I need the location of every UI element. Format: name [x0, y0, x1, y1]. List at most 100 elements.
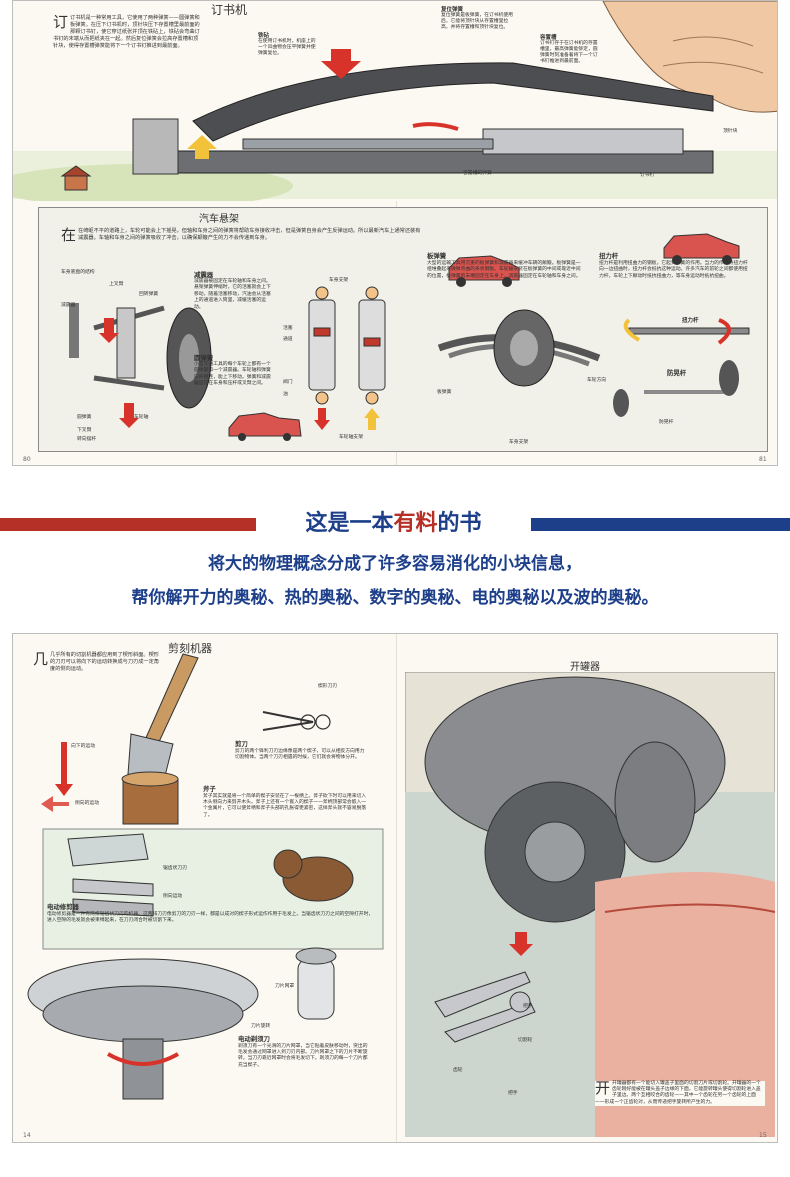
- headline-highlight: 有料: [393, 510, 438, 536]
- coil-spring-text: 小型交通工具的每个车轮上都有一个圆弹簧和一个减震器。车轮轴和弹簧压杆相连，能上下…: [194, 362, 271, 387]
- opener-body-text: 开开罐器都有一个能切入罐盖子里面的切割刀片或切割轮。开罐器的一个齿轮刚好能被在罐…: [595, 1081, 765, 1106]
- leaf-spring-title: 板弹簧: [427, 252, 447, 260]
- suspension-title: 汽车悬架: [199, 214, 239, 225]
- anvil-label: 铁砧: [258, 33, 270, 39]
- axe-text: 斧子其实就是将一个简单的楔子安装在了一根柄上。斧子砍下时可以用来切入木头侧向力来…: [203, 794, 367, 818]
- hand-shape: [602, 1, 777, 113]
- staple-label: 订书钉: [640, 173, 655, 178]
- label-opener-handle: 把手: [523, 1004, 533, 1009]
- stapler-arm: [192, 62, 714, 142]
- label-leaf-spring: 板弹簧: [437, 390, 452, 395]
- return-spring-label: 复位弹簧: [441, 7, 464, 13]
- label-sawtooth: 锯齿状刀刃: [163, 866, 187, 871]
- cutting-illustration: [27, 653, 384, 1100]
- coil-spring-drawing: [242, 138, 494, 150]
- stapler-body-text: 订订书机是一种常用工具，它使用了两种弹簧——圆弹簧和板弹簧。在压下订书机时，顶针…: [53, 15, 203, 50]
- dropcap-kai: 开: [595, 1079, 611, 1097]
- shaver-title: 电动剃须刀: [238, 1035, 270, 1043]
- label-chassis-2: 车身支架: [509, 440, 529, 445]
- page-number-left: 80: [23, 456, 31, 463]
- clipper-title: 电动修剪器: [47, 903, 79, 911]
- label-blade-set: 刀片网罩: [275, 984, 295, 989]
- stapler-title: 订书机: [211, 3, 248, 17]
- label-rebound-spring: 回转弹簧: [139, 292, 159, 297]
- damper-title: 减震器: [194, 271, 214, 279]
- label-body-struct: 车身底盘的结构: [61, 270, 95, 275]
- small-can-opener: [434, 971, 536, 1043]
- dropcap-ding: 订: [53, 13, 69, 31]
- shaver-text: 剃须刀有一个光滑的刀片网罩，当它贴着皮肤移动时，突出的毛发会通过网罩进入到刀刃内…: [238, 1044, 368, 1068]
- banner-bar-red: [0, 518, 256, 531]
- label-axle-direction: 车轮方向: [587, 378, 607, 383]
- magazine-text: 订书钉存于在订书机的存置槽里，最高弹簧能够定，圆弹簧时刻准备着将下一个订书钉推进…: [540, 41, 598, 64]
- torsion-bar-text: 扭力杆是利用扭曲力的钢板，它起到弹簧的作用。当力的作用将扭力杆向一边扭曲时，扭力…: [599, 261, 748, 279]
- suspension-intro: 在崎岖不平的道路上，车轮可能会上下摇晃，但轴和车身之间的弹簧将帮助车身接收冲击，…: [78, 228, 421, 241]
- dropcap-ji: 几: [33, 650, 49, 668]
- magazine-spring-label: 容置槽的弹簧: [463, 171, 492, 176]
- label-wedge-blade: 楔形刀刃: [318, 684, 338, 689]
- label-lower-arm: 下叉臂: [77, 428, 92, 433]
- red-car-small: [228, 412, 302, 441]
- coil-suspension-drawing: [69, 303, 212, 428]
- label-rotating-blade: 刀片旋转: [251, 1024, 271, 1029]
- label-down-motion: 向下的运动: [71, 744, 95, 749]
- label-side-motion-2: 侧向运动: [163, 894, 183, 899]
- coil-spring-title: 圆弹簧: [194, 354, 214, 362]
- shaver-drawing: [297, 958, 335, 1020]
- label-passage: 通道: [283, 337, 293, 342]
- red-curve-arrow: [412, 122, 459, 131]
- cutting-intro-text: 几几乎所有的切割机器都应用到了楔形斜面。楔形的刀刃可以将向下的运动转换成与刀刃成…: [33, 652, 163, 673]
- damper-text: 减震器被固定在车轮轴和车身之间。悬架弹簧伸缩时，它的活塞就会上下移动，随着活塞移…: [194, 279, 271, 310]
- label-gear: 齿轮: [453, 1068, 463, 1073]
- opener-title: 开罐器: [570, 662, 600, 673]
- torsion-bar-drawing: [613, 233, 750, 417]
- yellow-up-arrow: [187, 135, 217, 159]
- banner-headline: 这是一本有料的书: [256, 505, 531, 537]
- scissors-title: 剪刀: [235, 740, 248, 748]
- red-down-arrow: [321, 49, 361, 79]
- damper-drawings: [308, 286, 386, 430]
- label-grip: 把手: [508, 1091, 518, 1096]
- label-side-motion: 侧向的运动: [75, 801, 99, 806]
- plunger-label: 顶针块: [723, 129, 738, 134]
- label-torsion-bar: 扭力杆: [682, 318, 699, 324]
- banner-line-1: 将大的物理概念分成了许多容易消化的小块信息，: [208, 554, 582, 574]
- headline-prefix: 这是一本: [305, 510, 394, 536]
- opener-body: 开罐器都有一个能切入罐盖子里面的切割刀片或切割轮。开罐器的一个齿轮刚好能被在罐头…: [595, 1081, 761, 1105]
- suspension-intro-text: 在在崎岖不平的道路上，车轮可能会上下摇晃，但轴和车身之间的弹簧将帮助车身接收冲击…: [61, 228, 421, 243]
- anvil-text: 在使用订书机时，机座上的一个凹曲物会压平弹簧并使弹簧复位。: [258, 39, 316, 56]
- clipper-text: 电动修剪器是一种有两排锯齿状刀刃的机器。这两排刀刃像剪刀的刀刃一样，都是以成对的…: [47, 912, 374, 924]
- page-gutter-2: [396, 634, 397, 1142]
- page-number-right-2: 15: [759, 1132, 767, 1139]
- can-contents: [595, 872, 775, 1137]
- label-upper-arm: 上叉臂: [109, 282, 124, 287]
- axe-title: 斧子: [203, 785, 216, 793]
- label-anti-roll: 防晃杆: [659, 420, 674, 425]
- label-hub-support: 车轮轴支架: [339, 435, 363, 440]
- wood-stump: [122, 778, 179, 825]
- cutting-title: 剪刻机器: [168, 642, 212, 655]
- suspension-illustrations: [69, 233, 750, 441]
- book-spread-stapler-suspension: 订书机 订订书机是一种常用工具，它使用了两种弹簧——圆弹簧和板弹簧。在压下订书机…: [12, 0, 778, 466]
- scissors-drawing: [262, 711, 331, 731]
- page-number-left-2: 14: [23, 1132, 31, 1139]
- label-pivot: 转向摆杆: [77, 437, 97, 442]
- magazine-label: 容置槽: [540, 35, 557, 41]
- label-coil-spring: 圆弹簧: [77, 415, 92, 420]
- plunger-block: [132, 118, 179, 175]
- label-wheel-axle: 车轮轴: [134, 415, 149, 420]
- suspension-panel: 汽车悬架 在在崎岖不平的道路上，车轮可能会上下摇晃，但轴和车身之间的弹簧将帮助车…: [38, 207, 768, 452]
- banner-bar-blue: [531, 518, 790, 531]
- stapler-illustration: [13, 1, 777, 201]
- label-cutter-wheel: 切割轮: [518, 1038, 533, 1043]
- dropcap-zai: 在: [61, 226, 77, 244]
- torsion-bar-title: 扭力杆: [599, 252, 619, 260]
- return-spring-text: 复位弹簧是板弹簧，在订书机使用后，它能将顶针块从存置槽里拉高，并将存置槽和顶针块…: [441, 13, 513, 30]
- leaf-spring-text: 大型的运输工具用沉重的板弹簧和减震器来缓冲车辆的颠簸。板弹簧是一组堆叠起来微微弯…: [427, 261, 581, 279]
- stapler-body: 订书机是一种常用工具，它使用了两种弹簧——圆弹簧和板弹簧。在压下订书机时，顶针块…: [53, 15, 200, 49]
- label-piston: 活塞: [283, 326, 293, 331]
- book-spread-cutting-opener: 剪刻机器 几几乎所有的切割机器都应用到了楔形斜面。楔形的刀刃可以将向下的运动转换…: [12, 633, 778, 1143]
- page-number-right: 81: [759, 456, 767, 463]
- anti-roll-title: 防晃杆: [667, 369, 687, 377]
- can-opener-illustration: [405, 672, 775, 1137]
